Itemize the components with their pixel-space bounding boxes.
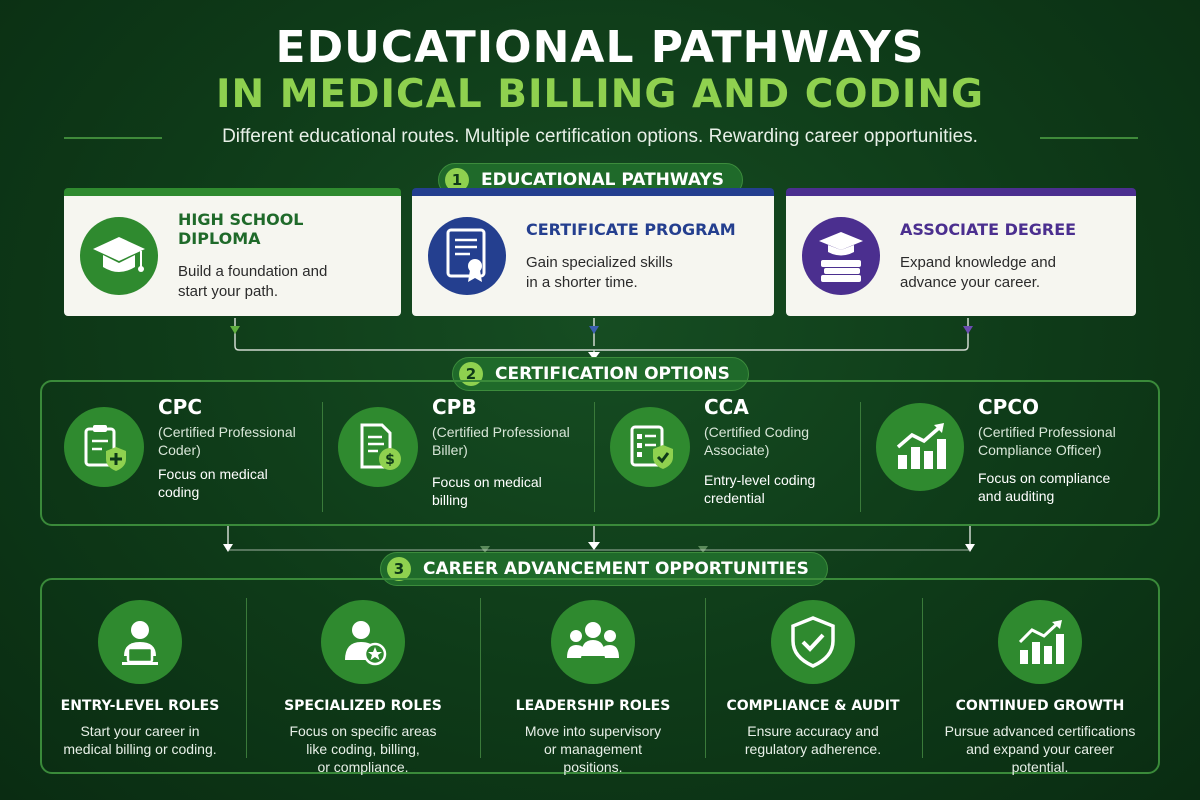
career-leadership: LEADERSHIP ROLES Move into supervisory o… [483,600,703,776]
career-box [40,578,1160,774]
career-desc-line2: medical billing or coding. [63,741,217,757]
pathway-desc-line2: advance your career. [900,273,1041,291]
cert-code: CCA [704,395,749,419]
section-2-label: CERTIFICATION OPTIONS [495,364,730,384]
cert-fullname-line2: Biller) [432,442,468,458]
cert-focus-line2: coding [158,484,200,500]
pathway-desc-line1: Gain specialized skills [526,253,673,271]
cert-fullname-line2: Associate) [704,442,770,458]
checklist-shield-icon [610,407,690,487]
cert-cpb: $ CPB (Certified Professional Biller) Fo… [338,395,570,515]
section-3-heading: 3 CAREER ADVANCEMENT OPPORTUNITIES [380,552,828,586]
career-divider-3 [705,598,706,758]
main-title: EDUCATIONAL PATHWAYS [275,22,925,73]
cert-fullname-line1: (Certified Coding [704,424,810,440]
certification-box [40,380,1160,526]
career-title: SPECIALIZED ROLES [284,698,442,714]
pathway-desc-line1: Expand knowledge and [900,253,1056,271]
career-entry-level: ENTRY-LEVEL ROLES Start your career in m… [30,600,250,758]
header-rule-left [64,137,162,139]
career-desc-line1: Focus on specific areas [289,723,437,739]
career-title: CONTINUED GROWTH [955,698,1125,714]
career-desc-line1: Start your career in [80,723,200,739]
header-rule-right [1040,137,1138,139]
career-desc-line3: or compliance. [317,759,409,775]
cert-focus-line1: Entry-level coding [704,472,816,488]
growth-chart-icon [876,403,964,491]
cert-focus-line1: Focus on compliance [978,470,1111,486]
career-desc-line1: Pursue advanced certifications [944,723,1136,739]
pathway-desc-line2: in a shorter time. [526,273,638,291]
career-desc-line2: regulatory adherence. [744,741,882,757]
main-title-line2: IN MEDICAL BILLING AND CODING [215,72,985,117]
career-desc-line2: or management [543,741,643,757]
pathway-title-associate: ASSOCIATE DEGREE [900,219,1077,239]
bar-chart-arrow-icon [998,600,1082,684]
pathway-connector [230,318,973,360]
cert-focus-line1: Focus on medical [158,466,268,482]
pathway-card-certificate: CERTIFICATE PROGRAM Gain specialized ski… [412,188,774,316]
career-desc-line2: like coding, billing, [306,741,420,757]
career-desc-line1: Move into supervisory [524,723,662,739]
career-title: LEADERSHIP ROLES [515,698,671,714]
career-desc-line3: potential. [1011,759,1069,775]
cert-focus-line2: billing [432,492,468,508]
cert-code: CPB [432,395,477,419]
pathway-card-high-school: HIGH SCHOOL DIPLOMA Build a foundation a… [64,188,401,316]
cert-focus-line2: and auditing [978,488,1055,504]
career-title: COMPLIANCE & AUDIT [726,698,900,714]
document-dollar-icon: $ [338,407,418,487]
person-star-icon [321,600,405,684]
career-divider-1 [246,598,247,758]
cert-cpco: CPCO (Certified Professional Compliance … [876,395,1116,515]
section-1-label: EDUCATIONAL PATHWAYS [481,170,724,190]
books-cap-icon [802,217,880,295]
section-2-heading: 2 CERTIFICATION OPTIONS [452,357,749,391]
pathway-title-high-school: HIGH SCHOOL DIPLOMA [178,210,304,248]
cert-divider-2 [594,402,595,512]
career-compliance-audit: COMPLIANCE & AUDIT Ensure accuracy and r… [703,600,923,758]
career-continued-growth: CONTINUED GROWTH Pursue advanced certifi… [930,600,1150,776]
team-icon [551,600,635,684]
section-2-number: 2 [459,362,483,386]
career-specialized: SPECIALIZED ROLES Focus on specific area… [253,600,473,776]
cert-focus-line2: credential [704,490,765,506]
certificate-icon [428,217,506,295]
subtitle: Different educational routes. Multiple c… [222,126,978,147]
cert-code: CPCO [978,395,1040,419]
pathway-card-associate: ASSOCIATE DEGREE Expand knowledge and ad… [786,188,1136,316]
cert-cpc: CPC (Certified Professional Coder) Focus… [64,395,296,515]
career-divider-4 [922,598,923,758]
clipboard-shield-icon [64,407,144,487]
pathway-desc-line1: Build a foundation and [178,263,328,280]
cert-fullname-line2: Coder) [158,442,201,458]
career-title: ENTRY-LEVEL ROLES [60,698,220,714]
cert-cca: CCA (Certified Coding Associate) Entry-l… [610,395,815,515]
shield-check-icon [771,600,855,684]
cert-divider-1 [322,402,323,512]
career-desc-line3: positions. [563,759,623,775]
cert-fullname-line1: (Certified Professional [158,424,296,440]
certification-connector [223,526,975,553]
career-divider-2 [480,598,481,758]
cert-fullname-line2: Compliance Officer) [978,442,1102,458]
cert-divider-3 [860,402,861,512]
graduation-cap-icon [80,217,158,295]
cert-focus-line1: Focus on medical [432,474,542,490]
svg-text:$: $ [385,452,395,468]
career-desc-line1: Ensure accuracy and [747,723,879,739]
person-laptop-icon [98,600,182,684]
cert-fullname-line1: (Certified Professional [978,424,1116,440]
pathway-desc-line2: start your path. [178,283,279,300]
cert-code: CPC [158,395,203,419]
section-3-number: 3 [387,557,411,581]
section-3-label: CAREER ADVANCEMENT OPPORTUNITIES [423,559,809,579]
career-desc-line2: and expand your career [966,741,1114,757]
pathway-title-certificate: CERTIFICATE PROGRAM [526,219,736,239]
cert-fullname-line1: (Certified Professional [432,424,570,440]
